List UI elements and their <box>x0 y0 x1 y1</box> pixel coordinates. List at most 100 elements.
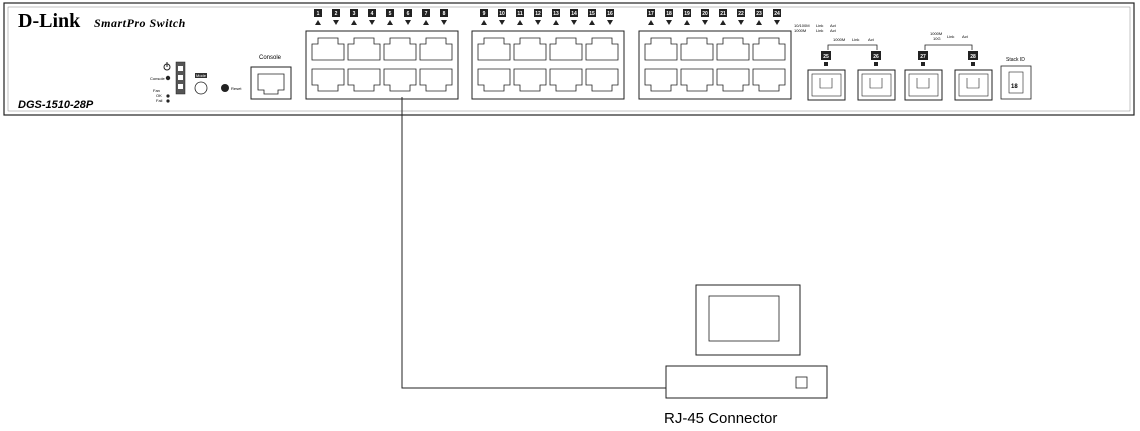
port-badge-24: 24 <box>773 9 781 25</box>
port-number-23: 23 <box>756 11 762 17</box>
rj45-port-13[interactable] <box>549 37 583 61</box>
rj45-port-15[interactable] <box>585 37 619 61</box>
stack-id-label: Stack ID <box>1006 57 1025 63</box>
port-badge-19: 19 <box>683 9 691 25</box>
sfp-port-28[interactable]: 28 <box>954 51 993 101</box>
port-badge-2: 2 <box>332 9 340 25</box>
rj45-port-23[interactable] <box>752 37 786 61</box>
port-number-13: 13 <box>553 11 559 17</box>
rj45-port-21[interactable] <box>716 37 750 61</box>
legend-copper-10-100m: 10/100M <box>794 23 810 28</box>
fan-label: Fan <box>153 88 160 93</box>
reset-label: Reset <box>231 86 242 91</box>
rj45-port-22[interactable] <box>716 68 750 92</box>
rj45-port-5[interactable] <box>383 37 417 61</box>
mode-led-2 <box>178 75 183 80</box>
rj45-port-17[interactable] <box>644 37 678 61</box>
console-port-label: Console <box>259 55 282 61</box>
port-badge-5: 5 <box>386 9 394 25</box>
port-number-7: 7 <box>425 11 428 17</box>
rj45-port-array <box>311 37 786 92</box>
port-number-5: 5 <box>389 11 392 17</box>
port-badge-14: 14 <box>570 9 578 25</box>
port-group-17-24 <box>638 30 792 100</box>
rj45-port-11[interactable] <box>513 37 547 61</box>
legend-sfp-act: Act <box>868 37 875 42</box>
legend-sfp-1000m: 1000M <box>833 37 845 42</box>
mode-label: Mode <box>196 73 207 78</box>
port-badge-10: 10 <box>498 9 506 25</box>
sfp-port-27[interactable]: 27 <box>904 51 943 101</box>
stack-id-value: 18 <box>1011 84 1018 90</box>
mode-led-1 <box>178 66 183 71</box>
port-group-9-16 <box>471 30 625 100</box>
rj45-port-4[interactable] <box>347 68 381 92</box>
port-badge-18: 18 <box>665 9 673 25</box>
legend-copper-act: Act <box>830 23 837 28</box>
port-number-8: 8 <box>443 11 446 17</box>
brand-logo: D-Link <box>18 10 81 32</box>
rj45-port-8[interactable] <box>419 68 453 92</box>
port-badge-8: 8 <box>440 9 448 25</box>
port-number-20: 20 <box>702 11 708 17</box>
rj45-port-19[interactable] <box>680 37 714 61</box>
rj45-port-12[interactable] <box>513 68 547 92</box>
rj45-port-6[interactable] <box>383 68 417 92</box>
rj45-port-10[interactable] <box>477 68 511 92</box>
port-badge-20: 20 <box>701 9 709 25</box>
sfp-port-25[interactable]: 25 <box>807 51 846 101</box>
port-number-18: 18 <box>666 11 672 17</box>
console-port-jack <box>257 73 285 95</box>
port-badge-7: 7 <box>422 9 430 25</box>
port-number-24: 24 <box>774 11 780 17</box>
monitor-screen <box>708 295 780 342</box>
sfp-port-number-25: 25 <box>823 54 829 60</box>
port-badge-22: 22 <box>737 9 745 25</box>
mode-button[interactable] <box>194 81 208 95</box>
port-badge-13: 13 <box>552 9 560 25</box>
fan-fail-led <box>166 99 170 103</box>
port-number-6: 6 <box>407 11 410 17</box>
port-badge-3: 3 <box>350 9 358 25</box>
10g-legend-bracket <box>924 44 973 50</box>
sfp-legend-bracket <box>827 44 878 50</box>
console-led-label: Console <box>150 76 165 81</box>
sfp-port-number-27: 27 <box>920 54 926 60</box>
rj45-port-2[interactable] <box>311 68 345 92</box>
port-number-9: 9 <box>483 11 486 17</box>
rj45-port-24[interactable] <box>752 68 786 92</box>
rj45-port-3[interactable] <box>347 37 381 61</box>
port-number-19: 19 <box>684 11 690 17</box>
rj45-port-16[interactable] <box>585 68 619 92</box>
sfp-port-array: 25 26 27 28 <box>807 51 993 101</box>
reset-button[interactable] <box>221 84 229 92</box>
sfp-port-26[interactable]: 26 <box>857 51 896 101</box>
mode-led-stack <box>175 61 186 95</box>
model-number: DGS-1510-28P <box>18 99 94 111</box>
legend-10g-link: Link <box>947 34 954 39</box>
legend-copper-link: Link <box>816 23 823 28</box>
fan-ok-led <box>166 94 170 98</box>
port-badge-23: 23 <box>755 9 763 25</box>
port-badge-17: 17 <box>647 9 655 25</box>
legend-10g-10g: 10G <box>933 36 941 41</box>
legend-copper-1000m: 1000M <box>794 28 806 33</box>
led-legend-sfp: 1000M Link Act <box>827 37 878 50</box>
rj45-cable <box>401 97 666 389</box>
legend-10g-act: Act <box>962 34 969 39</box>
port-number-11: 11 <box>517 11 523 17</box>
port-number-17: 17 <box>648 11 654 17</box>
rj45-port-7[interactable] <box>419 37 453 61</box>
legend-copper-link-2: Link <box>816 28 823 33</box>
port-number-16: 16 <box>607 11 613 17</box>
port-badge-1: 1 <box>314 9 322 25</box>
sfp-port-number-26: 26 <box>873 54 879 60</box>
rj45-port-9[interactable] <box>477 37 511 61</box>
rj45-port-20[interactable] <box>680 68 714 92</box>
rj45-port-14[interactable] <box>549 68 583 92</box>
rj45-port-1[interactable] <box>311 37 345 61</box>
rj45-port-18[interactable] <box>644 68 678 92</box>
console-led <box>165 75 171 81</box>
port-number-14: 14 <box>571 11 577 17</box>
port-number-2: 2 <box>335 11 338 17</box>
